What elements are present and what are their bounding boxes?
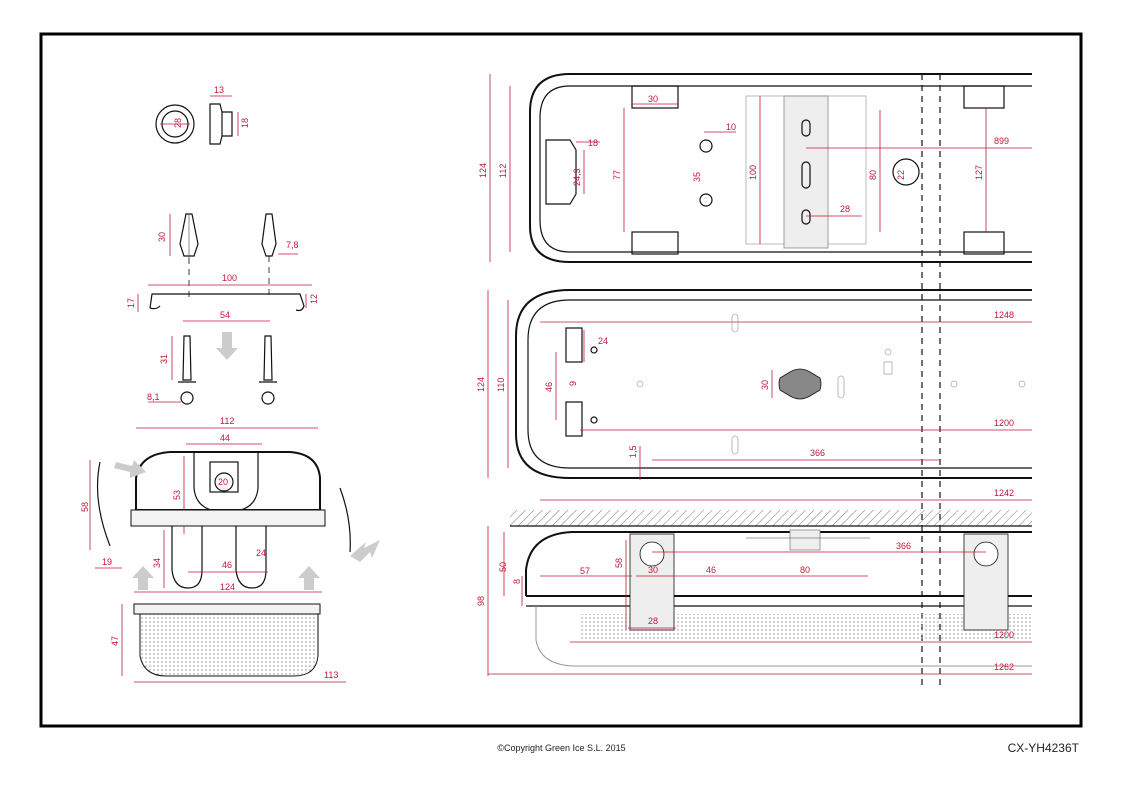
dim-bottom-124: 124 <box>476 377 486 392</box>
dim-side-46: 46 <box>706 565 716 575</box>
dim-section-112: 112 <box>220 416 234 426</box>
dim-side-80: 80 <box>800 565 810 575</box>
dim-bottom-1200: 1200 <box>994 418 1014 428</box>
copyright-text: ©Copyright Green Ice S.L. 2015 <box>497 743 626 753</box>
dim-bottom-9: 9 <box>568 381 578 386</box>
dim-plug-7-8: 7,8 <box>286 240 299 250</box>
dim-top-80: 80 <box>868 170 878 180</box>
dim-cap-13: 13 <box>214 85 224 95</box>
dim-top-77: 77 <box>612 170 622 180</box>
dim-top-28: 28 <box>840 204 850 214</box>
dim-bottom-1248: 1248 <box>994 310 1014 320</box>
dim-top-18: 18 <box>588 138 598 148</box>
arrow-curved-icon <box>350 540 380 562</box>
wall-plugs: 30 7,8 <box>157 213 299 300</box>
dim-side-28: 28 <box>648 616 658 626</box>
dim-section-58: 58 <box>80 502 90 512</box>
dim-side-30: 30 <box>648 565 658 575</box>
dim-bottom-1-5: 1,5 <box>628 445 638 458</box>
bottom-view: 124 110 24 46 9 1248 1200 30 1,5 366 <box>476 289 1032 480</box>
dim-section-53: 53 <box>172 490 182 500</box>
top-view: 124 112 30 18 24,3 77 10 35 100 80 22 28… <box>478 73 1032 263</box>
dim-side-1262: 1262 <box>994 662 1014 672</box>
dim-clip-12: 12 <box>309 294 319 304</box>
dim-side-98: 98 <box>476 596 486 606</box>
dim-top-30: 30 <box>648 94 658 104</box>
dim-side-50: 50 <box>498 562 508 572</box>
dim-top-22: 22 <box>896 170 906 180</box>
diffuser: 47 113 <box>110 603 346 683</box>
dim-top-100: 100 <box>748 165 758 180</box>
dim-bottom-110: 110 <box>496 378 506 392</box>
dim-clip-54: 54 <box>220 310 230 320</box>
dim-top-10: 10 <box>726 122 736 132</box>
dim-bottom-24: 24 <box>598 336 608 346</box>
arrow-down-icon <box>216 332 238 360</box>
dim-top-24-3: 24,3 <box>572 168 582 186</box>
dim-side-58: 58 <box>614 558 624 568</box>
dim-diffuser-113: 113 <box>324 670 338 680</box>
drawing-frame <box>39 32 1083 728</box>
dim-side-8: 8 <box>512 579 522 584</box>
dim-side-366: 366 <box>896 541 911 551</box>
dim-side-1242: 1242 <box>994 488 1014 498</box>
dim-section-24: 24 <box>256 548 266 558</box>
dim-section-46: 46 <box>222 560 232 570</box>
dim-bottom-30: 30 <box>760 380 770 390</box>
product-code: CX-YH4236T <box>1007 741 1079 755</box>
dim-section-44: 44 <box>220 433 230 443</box>
dim-cap-18: 18 <box>240 118 250 128</box>
dim-screw-8-1: 8,1 <box>147 392 160 402</box>
arrow-right-icon <box>114 460 146 478</box>
side-view: 1242 50 8 98 57 58 30 46 80 366 28 1 <box>476 488 1032 676</box>
dim-bottom-46: 46 <box>544 382 554 392</box>
mounting-clip: 100 17 12 54 <box>126 273 319 322</box>
dim-top-127: 127 <box>974 165 984 180</box>
dim-clip-100: 100 <box>222 273 237 283</box>
screws: 31 8,1 <box>147 332 277 405</box>
dim-section-20: 20 <box>218 477 228 487</box>
dim-top-112: 112 <box>498 164 508 178</box>
dim-section-124: 124 <box>220 582 235 592</box>
cap-detail: 28 13 18 <box>155 85 250 145</box>
dim-side-1200: 1200 <box>994 630 1014 640</box>
dim-clip-17: 17 <box>126 298 136 308</box>
dim-diffuser-47: 47 <box>110 636 120 646</box>
dim-top-35: 35 <box>692 172 702 182</box>
dim-section-19: 19 <box>102 557 112 567</box>
arrow-up-icon <box>132 566 154 590</box>
dim-top-124: 124 <box>478 163 488 178</box>
dim-top-899: 899 <box>994 136 1009 146</box>
dim-plug-30: 30 <box>157 232 167 242</box>
cross-section: 112 44 20 53 58 19 34 46 24 124 <box>80 416 380 593</box>
dim-screw-31: 31 <box>159 354 169 364</box>
dim-section-34: 34 <box>152 558 162 568</box>
dim-cap-28: 28 <box>173 118 183 128</box>
dim-side-57: 57 <box>580 566 590 576</box>
arrow-up-icon <box>298 566 320 590</box>
dim-bottom-366: 366 <box>810 448 825 458</box>
